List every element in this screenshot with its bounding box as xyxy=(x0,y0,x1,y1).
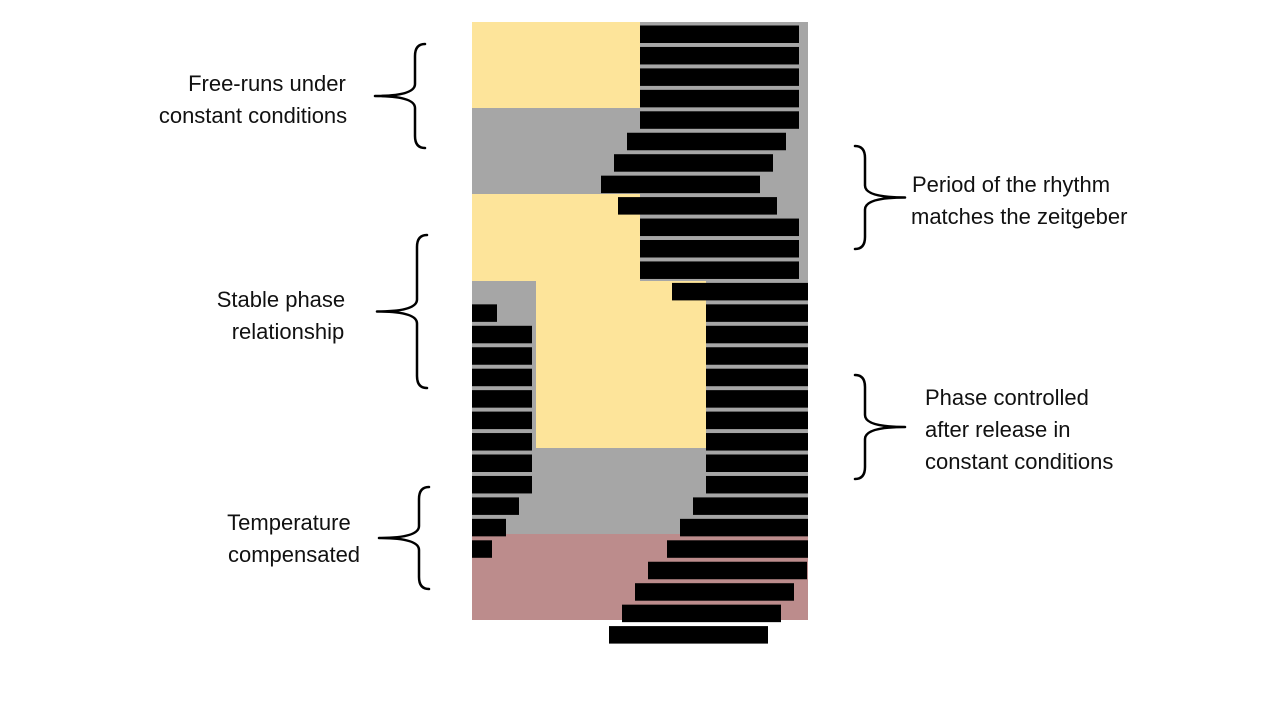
label-phase-controlled: Phase controlled after release in consta… xyxy=(925,385,1113,474)
activity-bar xyxy=(640,25,799,43)
activity-bar xyxy=(472,368,532,387)
annotation-braces xyxy=(373,42,907,591)
brace-temperature xyxy=(377,485,431,591)
shifted-light-block xyxy=(536,281,706,448)
activity-bar xyxy=(706,347,808,365)
activity-bar xyxy=(640,111,799,129)
activity-bar xyxy=(640,46,799,65)
label-temperature-line-1: Temperature xyxy=(227,510,351,535)
activity-bar xyxy=(640,89,799,108)
activity-bars xyxy=(472,25,808,644)
brace-free-runs xyxy=(373,42,427,150)
activity-bar xyxy=(472,325,532,344)
activity-bar xyxy=(706,325,808,344)
activity-bar xyxy=(618,197,777,215)
activity-bar xyxy=(472,304,497,322)
label-free-runs-line-1: Free-runs under xyxy=(188,71,346,96)
label-free-runs-line-2: constant conditions xyxy=(159,103,347,128)
activity-bar xyxy=(472,475,532,494)
activity-bar xyxy=(640,68,799,86)
activity-bar xyxy=(472,411,532,430)
activity-bar xyxy=(706,390,808,408)
label-free-runs: Free-runs under constant conditions xyxy=(159,71,352,128)
activity-bar xyxy=(472,347,532,365)
activity-bar xyxy=(640,261,799,279)
activity-bar xyxy=(706,411,808,430)
label-phase-line-1: Phase controlled xyxy=(925,385,1089,410)
activity-bar xyxy=(635,583,794,601)
brace-phase-controlled xyxy=(853,373,907,481)
brace-stable xyxy=(375,233,429,390)
activity-bar xyxy=(672,282,808,301)
activity-bar xyxy=(706,454,808,472)
light-period-block xyxy=(472,22,640,108)
label-phase-line-3: constant conditions xyxy=(925,449,1113,474)
label-stable-line-2: relationship xyxy=(232,319,345,344)
activity-bar xyxy=(472,497,519,515)
activity-bar xyxy=(472,540,492,558)
light-period-block xyxy=(472,194,640,281)
activity-bar xyxy=(680,518,808,537)
activity-bar xyxy=(472,433,532,451)
activity-bar xyxy=(706,368,808,387)
label-temperature-line-2: compensated xyxy=(228,542,360,567)
brace-period xyxy=(853,144,907,251)
activity-bar xyxy=(472,454,532,472)
activity-bar xyxy=(472,390,532,408)
activity-bar xyxy=(622,604,781,623)
label-period: Period of the rhythm matches the zeitgeb… xyxy=(911,172,1127,229)
activity-bar xyxy=(706,433,808,451)
label-temperature: Temperature compensated xyxy=(227,510,360,567)
activity-bar xyxy=(614,154,773,172)
activity-bar xyxy=(601,175,760,194)
activity-bar xyxy=(640,240,799,258)
label-stable: Stable phase relationship xyxy=(217,287,352,344)
activity-bar xyxy=(706,304,808,322)
label-phase-line-2: after release in xyxy=(925,417,1071,442)
label-period-line-2: matches the zeitgeber xyxy=(911,204,1127,229)
activity-bar xyxy=(640,218,799,237)
activity-bar xyxy=(667,540,808,558)
label-period-line-1: Period of the rhythm xyxy=(912,172,1110,197)
activity-bar xyxy=(648,561,807,580)
activity-bar xyxy=(627,132,786,151)
activity-bar xyxy=(472,518,506,537)
activity-bar xyxy=(609,626,768,644)
activity-bar xyxy=(706,475,808,494)
label-stable-line-1: Stable phase xyxy=(217,287,345,312)
activity-bar xyxy=(693,497,808,515)
